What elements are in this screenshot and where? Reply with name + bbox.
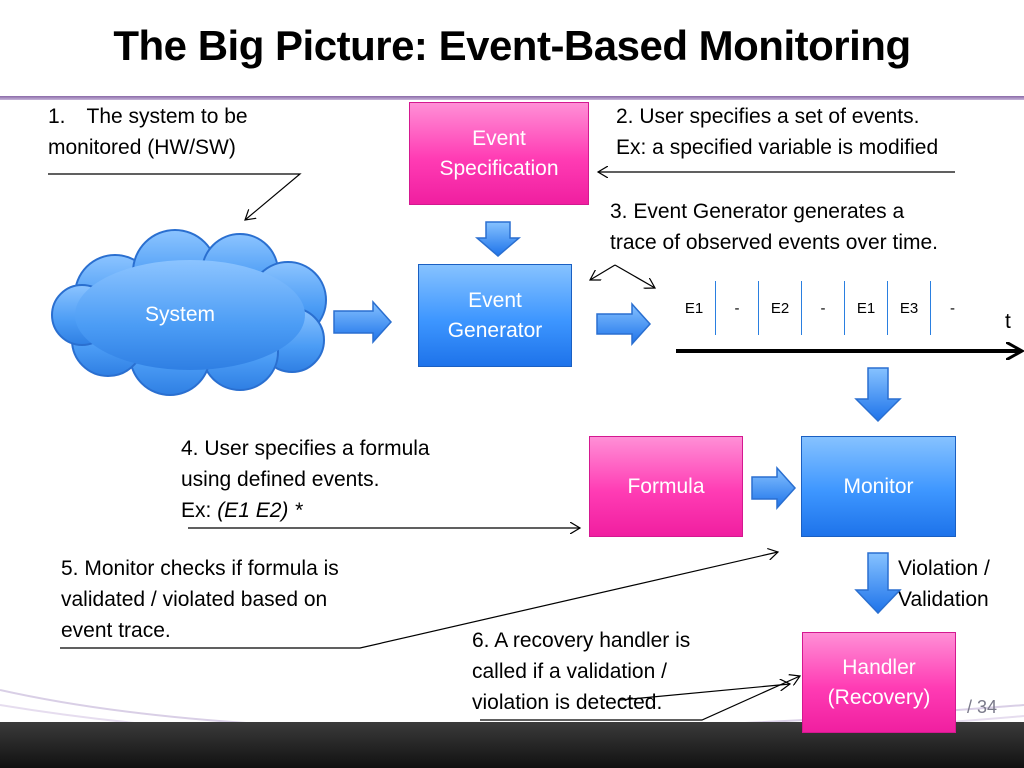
event-spec-line1: Event [472, 126, 526, 150]
callout-step1 [48, 173, 302, 220]
slide-title: The Big Picture: Event-Based Monitoring [113, 22, 911, 69]
event-gen-line2: Generator [447, 318, 543, 342]
step5-text: 5. Monitor checks if formula is validate… [61, 553, 339, 646]
callout-step6b [619, 684, 790, 701]
title-divider [0, 96, 1024, 100]
trace-event-cell: - [802, 281, 845, 335]
callout-step6a [480, 676, 800, 721]
step4-line1: 4. User specifies a formula [181, 437, 430, 460]
step5-line2: validated / violated based on [61, 588, 328, 611]
step4-line2: using defined events. [181, 468, 380, 491]
trace-event-cell: E2 [759, 281, 802, 335]
callout-step5 [60, 552, 778, 649]
arrow-generator-to-trace [596, 302, 652, 346]
handler-block: Handler (Recovery) [802, 632, 956, 733]
step6-text: 6. A recovery handler is called if a val… [472, 625, 690, 718]
step3-line2: trace of observed events over time. [610, 231, 938, 254]
step3-line1: 3. Event Generator generates a [610, 200, 905, 223]
step6-line1: 6. A recovery handler is [472, 629, 691, 652]
callout-step3b [614, 264, 655, 288]
step5-line1: 5. Monitor checks if formula is [61, 557, 339, 580]
trace-event-cell: - [716, 281, 759, 335]
callout-step3a [590, 264, 616, 280]
step6-line3: violation is detected. [472, 691, 663, 714]
event-spec-line2: Specification [439, 156, 559, 180]
arrow-monitor-to-handler [854, 552, 902, 615]
system-label: System [144, 303, 215, 326]
arrow-spec-to-generator [474, 221, 522, 257]
trace-event-cell: E1 [673, 281, 716, 335]
trace-event-cell: E1 [845, 281, 888, 335]
time-axis-label: t [1005, 310, 1011, 333]
outcome-line2: Validation [898, 588, 989, 611]
step1-text: 1. The system to be monitored (HW/SW) [48, 101, 248, 163]
arrow-trace-to-monitor [854, 367, 902, 423]
step2-text: 2. User specifies a set of events. Ex: a… [616, 101, 938, 163]
step1-line2: monitored (HW/SW) [48, 136, 236, 159]
step5-line3: event trace. [61, 619, 171, 642]
step4-example-formula: (E1 E2) * [217, 499, 303, 522]
page-number: / 34 [967, 697, 998, 717]
trace-event-cell: E3 [888, 281, 931, 335]
step4-example: Ex: (E1 E2) * [181, 495, 430, 526]
step3-text: 3. Event Generator generates a trace of … [610, 196, 938, 258]
step4-text: 4. User specifies a formula using define… [181, 433, 430, 526]
handler-line1: Handler [842, 655, 916, 679]
arrow-formula-to-monitor [751, 466, 797, 510]
handler-line2: (Recovery) [827, 685, 931, 709]
step2-line2: Ex: a specified variable is modified [616, 136, 939, 159]
step2-line1: 2. User specifies a set of events. [616, 105, 920, 128]
step4-example-prefix: Ex: [181, 499, 218, 522]
step6-line2: called if a validation / [472, 660, 667, 683]
monitor-block: Monitor [801, 436, 956, 537]
step1-line1: 1. The system to be [48, 105, 248, 128]
formula-block: Formula [589, 436, 743, 537]
outcome-line1: Violation / [898, 557, 990, 580]
event-gen-line1: Event [468, 288, 522, 312]
outcome-label: Violation / Validation [898, 553, 990, 615]
trace-event-cell: - [931, 281, 974, 335]
arrow-system-to-generator [333, 300, 393, 344]
